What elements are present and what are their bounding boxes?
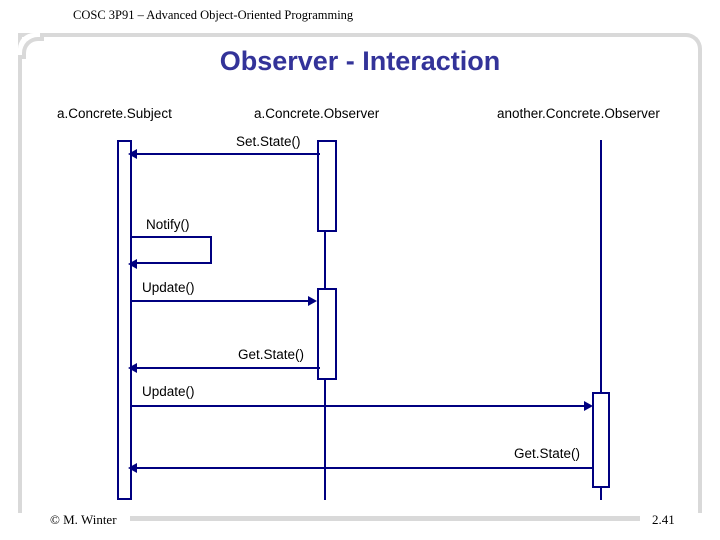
message-line-update-another	[132, 405, 588, 407]
frame-right-border	[698, 33, 702, 513]
frame-corner-top-left	[18, 33, 44, 59]
arrow-head-update-observer	[308, 296, 317, 306]
arrow-head-update-another	[584, 401, 593, 411]
footer-divider	[130, 516, 640, 521]
footer-page-number: 2.41	[652, 512, 675, 527]
message-label-getstate-another: Get.State()	[514, 446, 581, 461]
message-label-getstate-observer: Get.State()	[238, 347, 305, 362]
message-line-setstate	[135, 153, 320, 155]
page-title: Observer - Interaction	[219, 46, 501, 76]
lifeline-label-observer: a.Concrete.Observer	[254, 106, 380, 121]
lifeline-label-subject: a.Concrete.Subject	[57, 106, 172, 121]
arrow-head-setstate	[128, 149, 137, 159]
self-message-box-notify	[132, 236, 212, 264]
lifeline-another-observer	[600, 140, 602, 500]
message-line-getstate-observer	[135, 367, 320, 369]
arrow-head-notify	[128, 259, 137, 269]
course-header: COSC 3P91 – Advanced Object-Oriented Pro…	[73, 8, 354, 22]
activation-observer-update	[317, 288, 337, 380]
message-label-update-another: Update()	[142, 384, 195, 399]
footer-author: © M. Winter	[50, 512, 117, 527]
frame-left-border	[18, 33, 22, 513]
message-line-update-observer	[132, 300, 312, 302]
arrow-head-getstate-observer	[128, 363, 137, 373]
activation-subject	[117, 140, 132, 500]
lifeline-label-another-observer: another.Concrete.Observer	[497, 106, 660, 121]
activation-another-observer-update	[592, 392, 610, 488]
message-line-getstate-another	[135, 467, 593, 469]
message-label-setstate: Set.State()	[236, 134, 301, 149]
message-label-update-observer: Update()	[142, 280, 195, 295]
message-label-notify: Notify()	[146, 217, 190, 232]
activation-observer-setstate	[317, 140, 337, 232]
frame-corner-top-right	[680, 33, 702, 55]
arrow-head-getstate-another	[128, 463, 137, 473]
frame-top-border	[18, 33, 702, 37]
